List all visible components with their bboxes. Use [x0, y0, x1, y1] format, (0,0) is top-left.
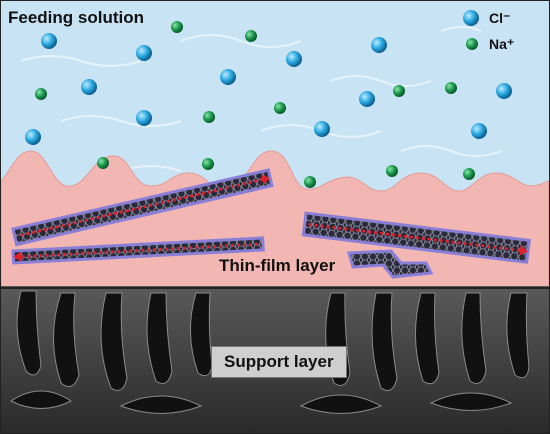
flow-arrowhead — [261, 174, 271, 185]
flow-arrowhead — [13, 251, 22, 262]
support-pores — [10, 290, 530, 414]
na-ions — [35, 21, 475, 188]
feeding-solution-label: Feeding solution — [8, 8, 144, 27]
flow-arrow — [21, 242, 262, 258]
legend-cl-marker — [463, 10, 479, 26]
water-ripples — [20, 26, 502, 172]
cl-ions — [25, 33, 512, 145]
legend-na-label: Na⁺ — [489, 36, 515, 52]
nanosheet-4 — [347, 249, 434, 279]
nanosheet-2 — [11, 236, 265, 265]
legend-cl-label: Cl⁻ — [489, 10, 511, 26]
flow-arrowhead — [519, 245, 528, 256]
legend-na-marker — [466, 38, 478, 50]
nanosheet-3 — [301, 211, 531, 264]
flow-arrow — [20, 178, 263, 237]
thin-film-layer-label: Thin-film layer — [219, 256, 336, 275]
nanosheet-1 — [11, 168, 274, 247]
support-layer-label: Support layer — [211, 346, 347, 378]
